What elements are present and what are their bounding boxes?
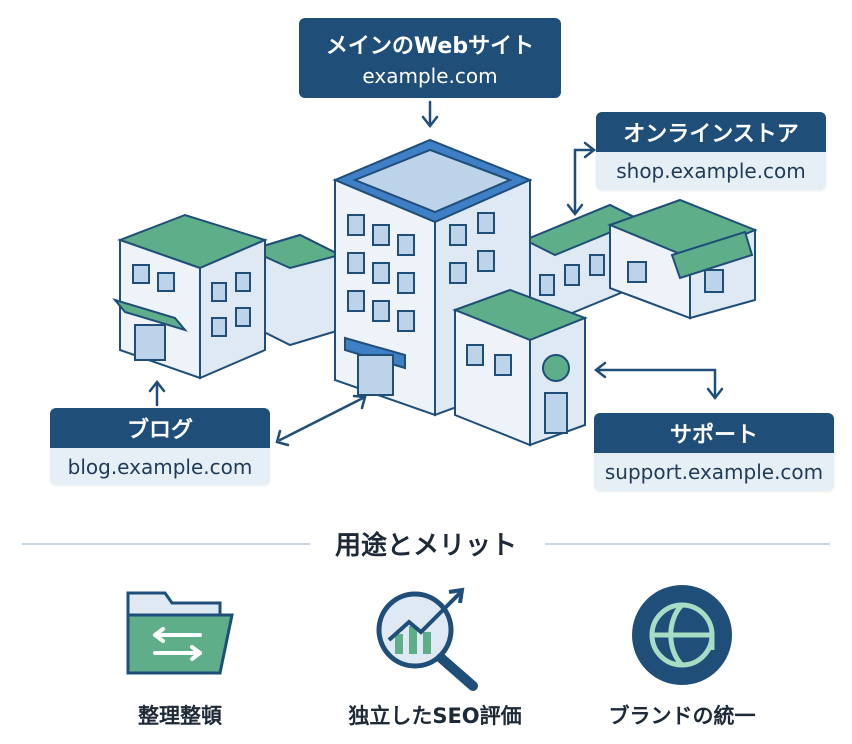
- support-url: support.example.com: [594, 453, 834, 491]
- support-building: [452, 288, 588, 447]
- feature-label-organize: 整理整頓: [138, 704, 222, 728]
- blog-url: blog.example.com: [50, 448, 270, 485]
- blog-label: ブログ blog.example.com: [50, 408, 270, 485]
- store-building: [607, 198, 758, 320]
- divider-right: [545, 543, 830, 545]
- store-url: shop.example.com: [596, 152, 826, 190]
- main-site-title: メインのWebサイト: [325, 34, 535, 59]
- store-label: オンラインストア shop.example.com: [596, 112, 826, 190]
- buildings-illustration: [112, 100, 758, 447]
- magnifier-chart-icon: [376, 587, 478, 691]
- support-title: サポート: [594, 413, 834, 453]
- feature-label-brand: ブランドの統一: [608, 704, 756, 728]
- section-title: 用途とメリット: [334, 531, 517, 561]
- support-label: サポート support.example.com: [594, 413, 834, 491]
- connection-arrows: [148, 100, 724, 447]
- store-title: オンラインストア: [596, 112, 826, 152]
- divider-left: [22, 543, 310, 545]
- feature-label-seo: 独立したSEO評価: [348, 704, 522, 728]
- main-site-url: example.com: [362, 64, 498, 88]
- globe-brand-icon: [632, 585, 732, 685]
- blog-title: ブログ: [50, 408, 270, 448]
- blog-building: [112, 213, 268, 380]
- main-site-label: メインのWebサイト example.com: [299, 18, 561, 98]
- folder-swap-icon: [126, 591, 234, 675]
